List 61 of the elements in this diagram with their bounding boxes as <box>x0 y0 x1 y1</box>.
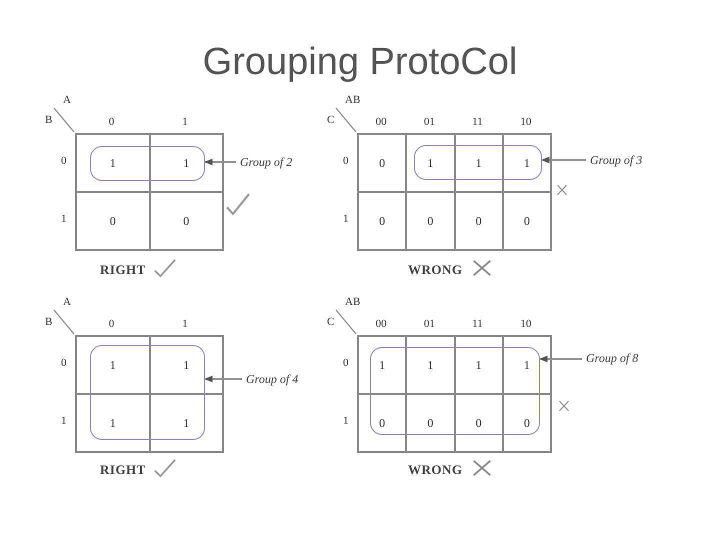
map-cell: 0 <box>502 191 552 251</box>
leader-arrow <box>204 158 236 166</box>
row-header: 1 <box>343 214 348 225</box>
verdict-label: RIGHT <box>100 263 146 276</box>
column-header: 1 <box>182 319 188 330</box>
row-header: 1 <box>343 416 348 427</box>
callout-text: Group of 8 <box>586 352 638 364</box>
map-cell: 0 <box>357 133 408 193</box>
group-loop <box>370 347 540 435</box>
map-cell: 0 <box>357 393 408 453</box>
row-header: 1 <box>61 416 66 427</box>
map-cell: 1 <box>502 133 552 193</box>
variable-label: B <box>45 115 52 126</box>
row-header: 0 <box>61 156 66 167</box>
column-header: 0 <box>108 319 114 330</box>
column-header: 0 <box>108 117 114 128</box>
column-header: 01 <box>424 319 435 330</box>
column-header: 1 <box>182 117 188 128</box>
group-loop <box>414 145 542 180</box>
row-header: 1 <box>61 214 66 225</box>
variable-label: B <box>45 317 52 328</box>
variable-label: C <box>327 115 334 126</box>
map-cell: 1 <box>148 393 224 453</box>
callout-text: Group of 3 <box>590 154 642 166</box>
variable-label: A <box>63 297 71 308</box>
verdict-label: WRONG <box>408 263 462 276</box>
column-header: 10 <box>520 117 532 128</box>
variable-label: C <box>327 317 334 328</box>
group-loop <box>90 146 205 181</box>
map-cell: 1 <box>357 335 408 395</box>
map-cell: 1 <box>75 133 150 193</box>
callout-text: Group of 2 <box>240 156 292 168</box>
map-cell: 1 <box>75 335 150 395</box>
column-header: 01 <box>424 117 435 128</box>
variable-label: A <box>63 95 71 106</box>
map-cell: 0 <box>357 191 408 251</box>
variable-label: AB <box>345 95 360 106</box>
variable-label: AB <box>345 297 360 308</box>
map-cell: 0 <box>502 393 552 453</box>
map-cell: 0 <box>75 191 150 251</box>
row-header: 0 <box>343 358 348 369</box>
leader-arrow <box>539 356 582 362</box>
map-cell: 1 <box>148 133 224 193</box>
map-cell: 1 <box>148 335 224 395</box>
row-header: 0 <box>343 156 348 167</box>
leader-arrow <box>541 156 586 164</box>
verdict-label: RIGHT <box>100 463 146 476</box>
column-header: 11 <box>472 117 483 128</box>
map-cell: 1 <box>502 335 552 395</box>
callout-text: Group of 4 <box>246 373 298 385</box>
column-header: 00 <box>376 319 387 330</box>
column-header: 00 <box>376 117 387 128</box>
row-header: 0 <box>61 358 66 369</box>
group-loop <box>90 345 205 440</box>
slide-title: Grouping ProtoCol <box>202 42 518 84</box>
verdict-label: WRONG <box>408 463 462 476</box>
map-cell: 0 <box>148 191 224 251</box>
leader-arrow <box>204 376 242 382</box>
map-cell: 1 <box>75 393 150 453</box>
column-header: 11 <box>472 319 483 330</box>
column-header: 10 <box>520 319 532 330</box>
